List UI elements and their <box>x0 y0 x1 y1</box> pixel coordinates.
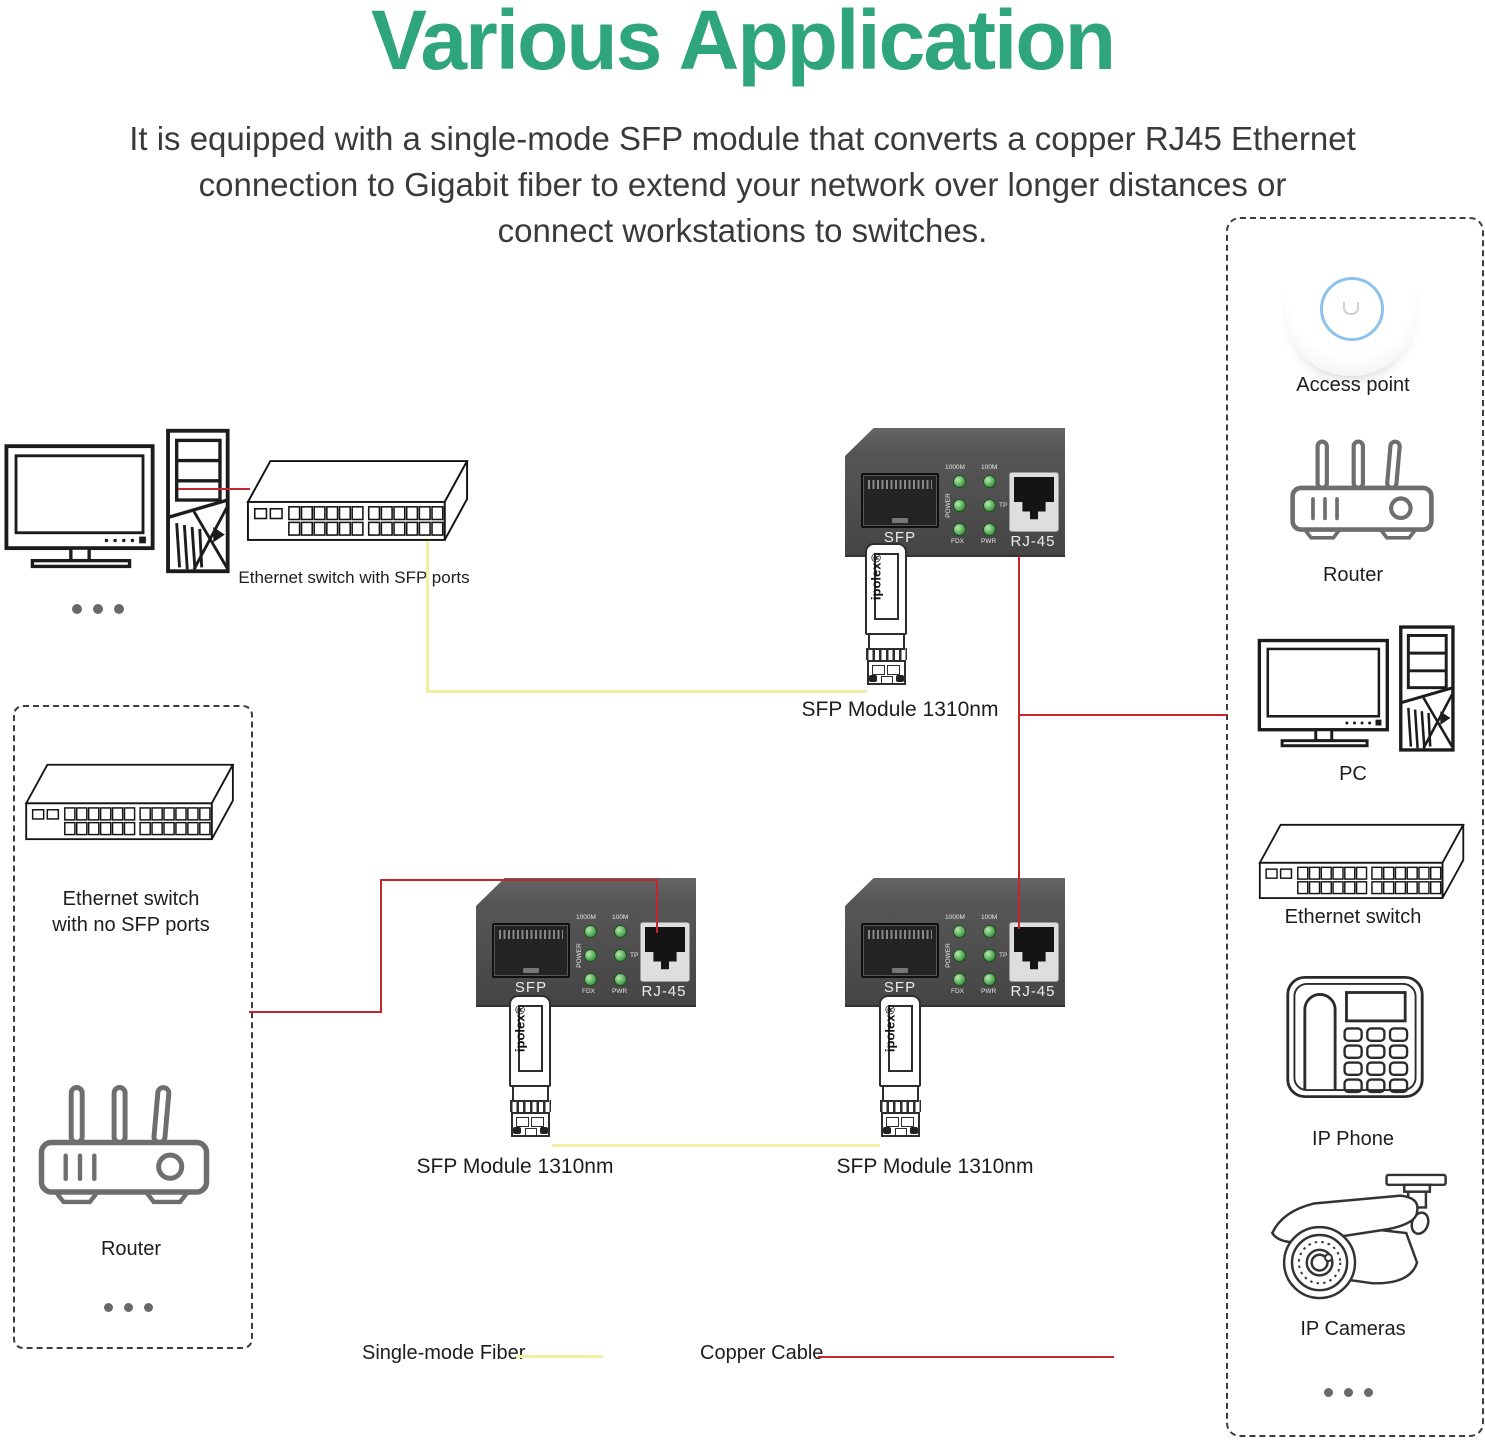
more-devices-ellipsis <box>104 1303 153 1312</box>
rj45-port <box>640 922 690 982</box>
sfp-module-top-icon: ipolex® <box>864 543 910 693</box>
copper-line-leftbox-out <box>249 1011 382 1013</box>
router-icon-left <box>38 1085 210 1205</box>
ethernet-switch-right-label: Ethernet switch <box>1284 906 1422 928</box>
copper-line-leftbox-up <box>380 879 382 1013</box>
sfp-module-top-label: SFP Module 1310nm <box>801 698 999 721</box>
access-point-icon <box>1283 240 1419 376</box>
converter-brand: ipolex <box>555 827 581 878</box>
legend-copper-line <box>818 1356 1114 1358</box>
sfp-port-label: SFP <box>514 979 548 996</box>
ip-phone-label: IP Phone <box>1312 1128 1394 1150</box>
converter-brand: ipolex <box>924 377 950 428</box>
ip-camera-icon <box>1270 1173 1447 1300</box>
no-sfp-switch-label-line2: with no SFP ports <box>52 914 210 936</box>
converter-top-face: ipolex <box>476 878 696 906</box>
copper-line-converter-vertical <box>1018 556 1020 929</box>
media-converter-right: ipolex SFP 1000M 100M POWER TP FDX PWR R… <box>845 878 1065 1007</box>
led-panel: 1000M 100M POWER TP FDX PWR <box>575 914 639 995</box>
switch-sfp-label: Ethernet switch with SFP ports <box>238 568 470 587</box>
converter-front-face: SFP 1000M 100M POWER TP FDX PWR RJ-45 <box>476 906 696 1007</box>
router-left-label: Router <box>100 1238 162 1260</box>
subtitle-line-2: connection to Gigabit fiber to extend yo… <box>198 166 1287 203</box>
copper-line-into-rj45 <box>656 879 658 933</box>
sfp-port <box>492 923 570 978</box>
fiber-line-between-modules <box>552 1144 880 1147</box>
rj45-port-label: RJ-45 <box>1010 983 1056 1000</box>
rj45-port-label: RJ-45 <box>1010 533 1056 550</box>
sfp-module-left-icon: ipolex® <box>508 995 554 1145</box>
no-sfp-switch-label-line1: Ethernet switch <box>62 888 200 910</box>
sfp-port-label: SFP <box>883 529 917 546</box>
ethernet-switch-icon-right <box>1258 823 1465 899</box>
sfp-port <box>861 473 939 528</box>
sfp-module-right-icon: ipolex® <box>878 995 924 1145</box>
fiber-line-switch-down <box>426 541 429 692</box>
fiber-line-switch-to-module <box>426 690 867 693</box>
sfp-port <box>861 923 939 978</box>
sfp-module-brand: ipolex® <box>868 552 884 601</box>
subtitle-line-3: connect workstations to switches. <box>497 212 988 249</box>
router-right-label: Router <box>1322 564 1384 586</box>
converter-brand: ipolex <box>924 827 950 878</box>
page-title: Various Application <box>370 0 1116 87</box>
copper-line-pc-to-switch <box>178 488 250 490</box>
ip-cameras-label: IP Cameras <box>1300 1318 1406 1340</box>
sfp-module-brand: ipolex® <box>512 1004 528 1053</box>
legend-fiber-line <box>516 1355 603 1358</box>
legend-copper-label: Copper Cable <box>700 1342 824 1364</box>
led-panel: 1000M 100M POWER TP FDX PWR <box>944 464 1008 545</box>
converter-top-face: ipolex <box>845 878 1065 906</box>
access-point-label: Access point <box>1296 374 1410 396</box>
copper-line-to-devices-box <box>1018 714 1228 716</box>
ethernet-switch-no-sfp-icon <box>24 763 235 841</box>
converter-front-face: SFP 1000M 100M POWER TP FDX PWR RJ-45 <box>845 456 1065 557</box>
more-devices-ellipsis <box>1324 1388 1373 1397</box>
led-panel: 1000M 100M POWER TP FDX PWR <box>944 914 1008 995</box>
media-converter-left: ipolex SFP 1000M 100M POWER TP FDX PWR R… <box>476 878 696 1007</box>
page-subtitle: It is equipped with a single-mode SFP mo… <box>0 116 1485 254</box>
media-converter-top: ipolex SFP 1000M 100M POWER TP FDX PWR R… <box>845 428 1065 557</box>
more-devices-ellipsis <box>72 604 124 614</box>
copper-line-to-left-converter <box>380 879 658 881</box>
router-icon-right <box>1290 439 1434 540</box>
sfp-module-right-label: SFP Module 1310nm <box>836 1155 1034 1178</box>
sfp-module-left-label: SFP Module 1310nm <box>416 1155 614 1178</box>
ethernet-switch-sfp-icon <box>246 460 469 541</box>
no-sfp-switch-group-box <box>13 705 253 1349</box>
legend-fiber-label: Single-mode Fiber <box>362 1342 526 1364</box>
pc-icon-right <box>1257 625 1455 752</box>
ip-phone-icon <box>1286 975 1424 1099</box>
end-devices-group-box <box>1226 217 1484 1437</box>
sfp-module-brand: ipolex® <box>882 1004 898 1053</box>
pc-workstation-icon <box>4 428 230 574</box>
sfp-port-label: SFP <box>883 979 917 996</box>
converter-front-face: SFP 1000M 100M POWER TP FDX PWR RJ-45 <box>845 906 1065 1007</box>
pc-right-label: PC <box>1339 763 1367 785</box>
rj45-port-label: RJ-45 <box>641 983 687 1000</box>
rj45-port <box>1009 472 1059 532</box>
rj45-port <box>1009 922 1059 982</box>
subtitle-line-1: It is equipped with a single-mode SFP mo… <box>129 120 1356 157</box>
converter-top-face: ipolex <box>845 428 1065 456</box>
